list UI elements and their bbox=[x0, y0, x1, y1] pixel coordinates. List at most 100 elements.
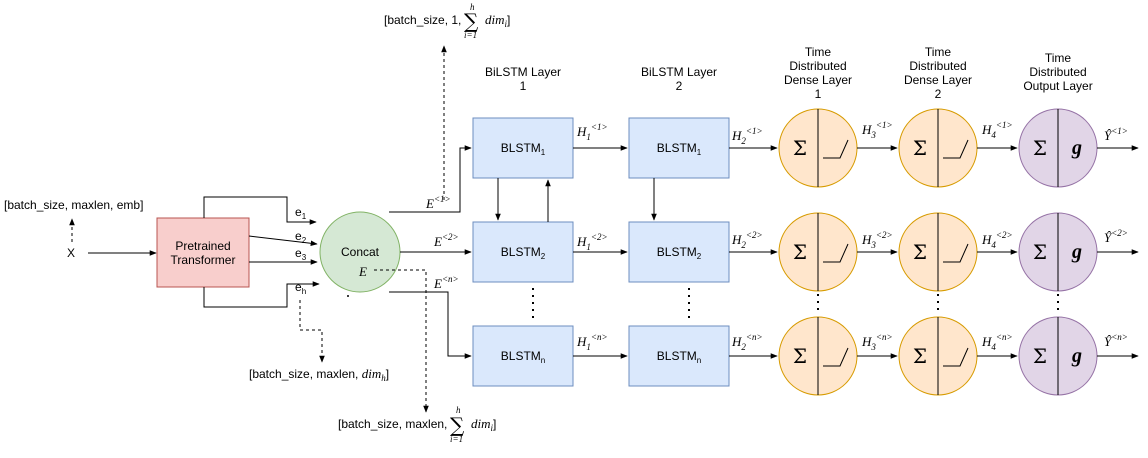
H3-n-label: H3<n> bbox=[861, 332, 893, 352]
blstm1-cell-2 bbox=[472, 221, 574, 283]
E2-label: E<2> bbox=[433, 232, 459, 249]
output-title-line3: Output Layer bbox=[1023, 79, 1092, 93]
dense2-title-line4: 2 bbox=[935, 87, 942, 101]
transformer-label-line1: Pretrained bbox=[175, 239, 230, 253]
blstm1-cell-2-label: BLSTM2 bbox=[501, 245, 546, 261]
bottom-shape-label: [batch_size, maxlen, bbox=[338, 417, 447, 431]
dense1-title-line1: Time bbox=[805, 45, 832, 59]
top-shape-label: [batch_size, 1, bbox=[384, 13, 461, 27]
blstm1-cell-n bbox=[472, 325, 574, 387]
concat-dot bbox=[347, 295, 349, 297]
H2-2-label: H2<2> bbox=[731, 230, 763, 250]
activation-g-icon: g bbox=[1071, 137, 1082, 159]
H1-n-label: H1<n> bbox=[576, 332, 608, 352]
output-title-line2: Distributed bbox=[1029, 65, 1086, 79]
transformer-label-line2: Transformer bbox=[171, 253, 236, 267]
H1-1-label: H1<1> bbox=[576, 122, 608, 142]
e2-label: e2 bbox=[295, 229, 307, 245]
output-neuron-1: Σ g bbox=[1018, 108, 1098, 188]
dense1-title-line3: Dense Layer bbox=[784, 73, 852, 87]
H3-1-label: H3<1> bbox=[861, 120, 893, 140]
relu-icon bbox=[943, 347, 969, 367]
H4-1-label: H4<1> bbox=[981, 120, 1013, 140]
dense2-title-line1: Time bbox=[925, 45, 952, 59]
sum-icon: Σ bbox=[793, 136, 807, 160]
dimh-shape-label: [batch_size, maxlen, dimh] bbox=[249, 366, 389, 383]
bottom-sum-lower: i=1 bbox=[450, 434, 463, 444]
H4-2-label: H4<2> bbox=[981, 230, 1013, 250]
bottom-sum-upper: h bbox=[456, 405, 461, 415]
blstm2-cell-1-label: BLSTM1 bbox=[657, 141, 702, 157]
En-label: E<n> bbox=[433, 274, 459, 291]
dense2-title-line2: Distributed bbox=[909, 59, 966, 73]
eh-label: eh bbox=[295, 280, 306, 296]
dense1-title-line2: Distributed bbox=[789, 59, 846, 73]
blstm1-cell-1-label: BLSTM1 bbox=[501, 141, 546, 157]
blstm2-cell-2-label: BLSTM2 bbox=[657, 245, 702, 261]
top-sum-lower: i=1 bbox=[464, 30, 477, 40]
concat-E-label: E bbox=[358, 264, 367, 279]
Y-n-label: Ŷ<n> bbox=[1104, 332, 1128, 349]
Y-1-label: Ŷ<1> bbox=[1104, 126, 1128, 143]
sum-icon: Σ bbox=[1033, 344, 1047, 368]
sum-icon: Σ bbox=[913, 344, 927, 368]
output-title-line1: Time bbox=[1045, 51, 1072, 65]
sum-icon: Σ bbox=[913, 136, 927, 160]
dense1-neuron-2: Σ bbox=[778, 212, 858, 292]
blstm2-cell-n bbox=[628, 325, 730, 387]
dense1-title-line4: 1 bbox=[815, 87, 822, 101]
relu-icon bbox=[823, 347, 849, 367]
top-sum-symbol: ∑ bbox=[464, 9, 479, 33]
dense1-neuron-n: Σ bbox=[778, 316, 858, 396]
bilstm1-title-line1: BiLSTM Layer bbox=[485, 65, 561, 79]
relu-icon bbox=[943, 243, 969, 263]
dense2-neuron-n: Σ bbox=[898, 316, 978, 396]
dense2-neuron-2: Σ bbox=[898, 212, 978, 292]
input-shape-label: [batch_size, maxlen, emb] bbox=[4, 198, 143, 212]
bilstm1-title-line2: 1 bbox=[520, 79, 527, 93]
input-x-label: X bbox=[67, 246, 75, 260]
sum-icon: Σ bbox=[1033, 240, 1047, 264]
blstm1-cell-1 bbox=[472, 117, 574, 179]
bottom-shape-dashed-arrow bbox=[374, 269, 429, 413]
H2-1-label: H2<1> bbox=[731, 126, 763, 146]
H2-n-label: H2<n> bbox=[731, 332, 763, 352]
dimh-dashed-arrow bbox=[299, 300, 325, 363]
bilstm2-title-line1: BiLSTM Layer bbox=[641, 65, 717, 79]
e1-arrow bbox=[203, 196, 317, 225]
bilstm2-title-line2: 2 bbox=[676, 79, 683, 93]
H1-2-label: H1<2> bbox=[576, 232, 608, 252]
e3-label: e3 bbox=[295, 246, 307, 262]
relu-icon bbox=[943, 139, 969, 159]
dense2-title-line3: Dense Layer bbox=[904, 73, 972, 87]
concat-label: Concat bbox=[341, 245, 380, 259]
e2-arrow bbox=[248, 235, 318, 247]
sum-icon: Σ bbox=[793, 240, 807, 264]
En-arrow bbox=[389, 291, 472, 359]
dense2-neuron-1: Σ bbox=[898, 108, 978, 188]
sum-icon: Σ bbox=[913, 240, 927, 264]
dense1-neuron-1: Σ bbox=[778, 108, 858, 188]
blstm1-cell-n-label: BLSTMn bbox=[501, 349, 545, 365]
relu-icon bbox=[823, 139, 849, 159]
sum-icon: Σ bbox=[1033, 136, 1047, 160]
blstm2-cell-n-label: BLSTMn bbox=[657, 349, 701, 365]
E1-label: E<1> bbox=[425, 194, 451, 211]
output-neuron-2: Σ g bbox=[1018, 212, 1098, 292]
e1-label: e1 bbox=[295, 205, 307, 221]
H4-n-label: H4<n> bbox=[981, 332, 1013, 352]
pretrained-transformer-box bbox=[156, 217, 250, 288]
eh-arrow bbox=[203, 281, 320, 308]
top-dim: dimi] bbox=[485, 12, 510, 29]
activation-g-icon: g bbox=[1071, 241, 1082, 263]
output-neuron-n: Σ g bbox=[1018, 316, 1098, 396]
sum-icon: Σ bbox=[793, 344, 807, 368]
relu-icon bbox=[823, 243, 849, 263]
activation-g-icon: g bbox=[1071, 345, 1082, 367]
top-sum-upper: h bbox=[470, 2, 475, 12]
E1-arrow bbox=[389, 145, 472, 213]
bottom-sum-symbol: ∑ bbox=[450, 413, 465, 437]
bottom-dim: dimi] bbox=[471, 416, 496, 433]
Y-2-label: Ŷ<2> bbox=[1104, 228, 1128, 245]
